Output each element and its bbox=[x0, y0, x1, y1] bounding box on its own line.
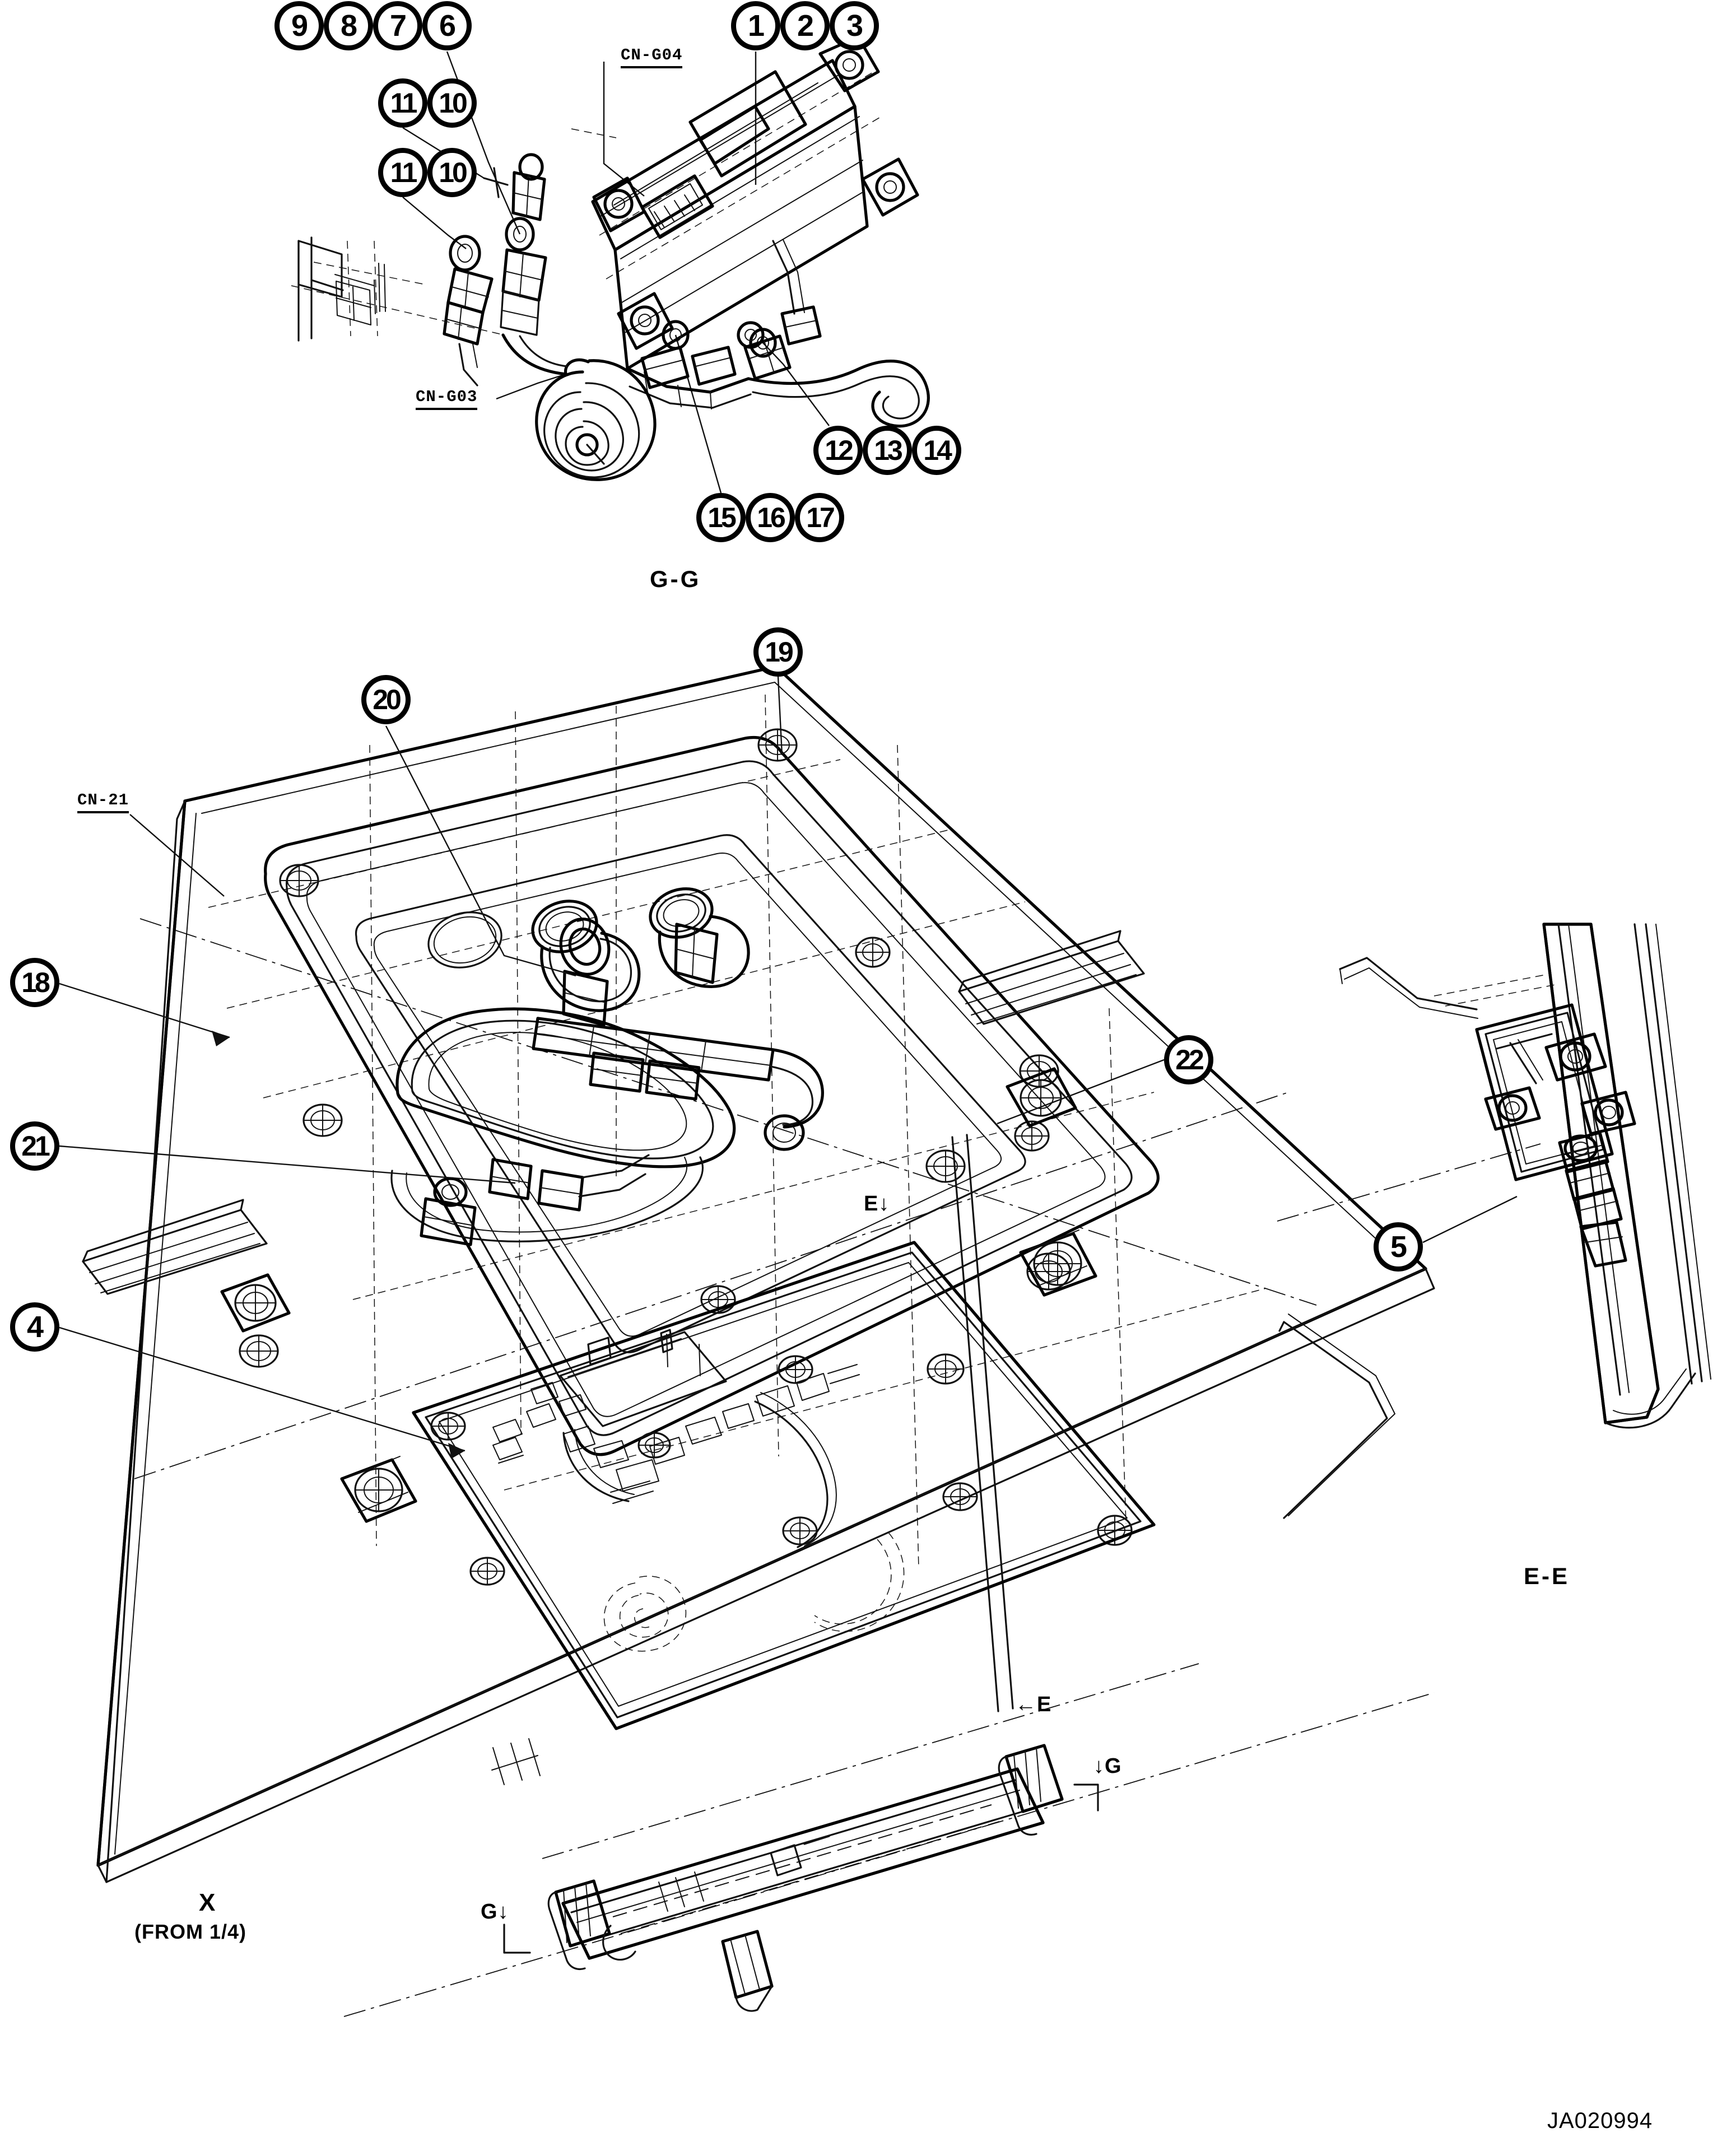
callout-19[interactable]: 19 bbox=[753, 627, 803, 677]
callout-8[interactable]: 8 bbox=[324, 1, 373, 50]
main-fastener-bosses bbox=[239, 728, 1133, 1586]
main-harness-cluster bbox=[390, 887, 824, 1246]
gg-connector-lower bbox=[443, 235, 494, 387]
callout-7[interactable]: 7 bbox=[373, 1, 422, 50]
main-lower-panel bbox=[412, 1241, 1156, 1730]
callout-4[interactable]: 4 bbox=[10, 1302, 59, 1352]
main-view-geometry bbox=[59, 665, 1435, 1883]
gg-connector-mid bbox=[500, 217, 547, 336]
section-mark-e-top-letter: E bbox=[864, 1192, 879, 1216]
callout-1[interactable]: 1 bbox=[731, 1, 780, 50]
harness-riser-left bbox=[531, 900, 641, 1027]
section-mark-e-bottom: ←E bbox=[1015, 1693, 1051, 1717]
callout-6[interactable]: 6 bbox=[422, 1, 472, 50]
section-mark-g-left-letter: G bbox=[481, 1900, 498, 1924]
detail-bottom-geometry bbox=[343, 1663, 1435, 2017]
section-mark-g-left: G↓ bbox=[481, 1900, 509, 1924]
main-mount-blocks bbox=[220, 1067, 1097, 1523]
section-mark-g-right-arrow: ↓ bbox=[1093, 1754, 1105, 1778]
section-mark-e-top-arrow: ↓ bbox=[878, 1192, 890, 1216]
section-ee-geometry bbox=[1277, 923, 1711, 1519]
callout-11-lower[interactable]: 11 bbox=[378, 148, 427, 197]
lower-panel-spiral bbox=[603, 1576, 687, 1652]
section-label-ee: E-E bbox=[1524, 1563, 1570, 1589]
view-sublabel-from: (FROM 1/4) bbox=[134, 1920, 247, 1943]
connector-label-cn-g03: CN-G03 bbox=[416, 388, 478, 410]
callout-2[interactable]: 2 bbox=[780, 1, 830, 50]
section-mark-g-right-letter: G bbox=[1105, 1754, 1122, 1778]
section-mark-g-left-arrow: ↓ bbox=[497, 1900, 509, 1924]
callout-10-upper[interactable]: 10 bbox=[427, 78, 477, 128]
callout-15[interactable]: 15 bbox=[696, 493, 746, 542]
callout-22[interactable]: 22 bbox=[1164, 1035, 1213, 1084]
connector-label-cn-g04: CN-G04 bbox=[621, 46, 683, 68]
callout-5[interactable]: 5 bbox=[1374, 1222, 1423, 1272]
section-mark-g-right: ↓G bbox=[1093, 1754, 1122, 1778]
gg-hook-cable bbox=[737, 321, 930, 428]
callout-20[interactable]: 20 bbox=[361, 675, 411, 724]
drawing-number: JA020994 bbox=[1547, 2108, 1653, 2133]
callout-17[interactable]: 17 bbox=[795, 493, 844, 542]
callout-13[interactable]: 13 bbox=[863, 426, 912, 475]
callout-18[interactable]: 18 bbox=[10, 958, 59, 1007]
section-mark-e-top: E↓ bbox=[864, 1192, 890, 1216]
section-label-gg: G-G bbox=[650, 566, 701, 592]
view-label-x: X bbox=[199, 1889, 217, 1916]
section-mark-e-bottom-arrow: ← bbox=[1015, 1693, 1037, 1716]
gg-coiled-cable bbox=[501, 333, 657, 481]
callout-9[interactable]: 9 bbox=[274, 1, 324, 50]
callout-16[interactable]: 16 bbox=[746, 493, 795, 542]
main-louvre-plates bbox=[82, 930, 1145, 1295]
callout-21[interactable]: 21 bbox=[10, 1121, 59, 1171]
callout-12[interactable]: 12 bbox=[813, 426, 863, 475]
callout-10-lower[interactable]: 10 bbox=[427, 148, 477, 197]
harness-riser-right bbox=[649, 887, 750, 988]
callout-11-upper[interactable]: 11 bbox=[378, 78, 427, 128]
callout-14[interactable]: 14 bbox=[912, 426, 961, 475]
section-mark-e-bottom-letter: E bbox=[1037, 1693, 1052, 1716]
gg-ecu-module bbox=[591, 35, 919, 370]
callout-3[interactable]: 3 bbox=[830, 1, 879, 50]
connector-label-cn-21: CN-21 bbox=[77, 791, 129, 813]
